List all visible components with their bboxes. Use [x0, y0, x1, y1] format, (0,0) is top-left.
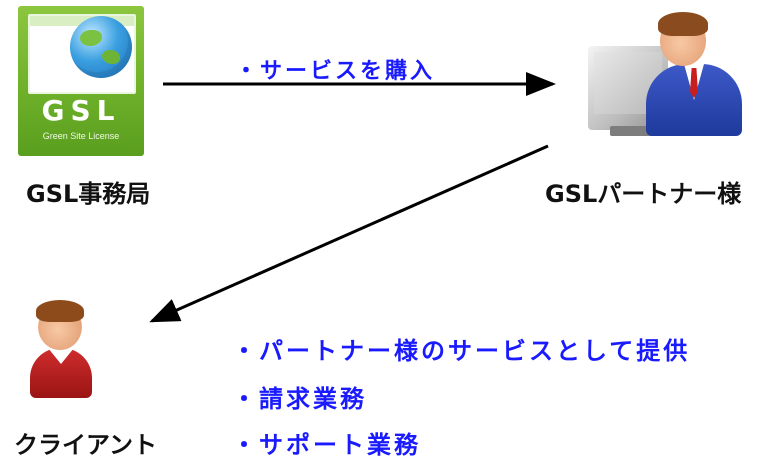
arrow-partner-to-client: [149, 144, 549, 323]
monitor-stand: [610, 126, 660, 136]
gsl-logo-icon: GSL Green Site License: [18, 6, 144, 156]
client-label: クライアント: [14, 431, 158, 459]
gsl-logo-subtext: Green Site License: [42, 131, 120, 141]
client-service-item: ・サポート業務: [232, 431, 421, 459]
client-hair: [36, 300, 84, 322]
partner-label: GSLパートナー様: [545, 180, 742, 208]
globe-land: [102, 50, 120, 64]
gsl-office-label: GSL事務局: [26, 180, 151, 208]
globe-icon: [70, 16, 132, 78]
gsl-logo-text: GSL: [41, 94, 121, 127]
partner-hair: [658, 12, 708, 36]
client-service-item: ・パートナー様のサービスとして提供: [232, 337, 691, 365]
globe-land: [80, 30, 102, 46]
tie-icon: [690, 68, 698, 98]
edge-label-purchase-service: ・サービスを購入: [235, 59, 436, 84]
client-service-item: ・請求業務: [232, 385, 367, 413]
